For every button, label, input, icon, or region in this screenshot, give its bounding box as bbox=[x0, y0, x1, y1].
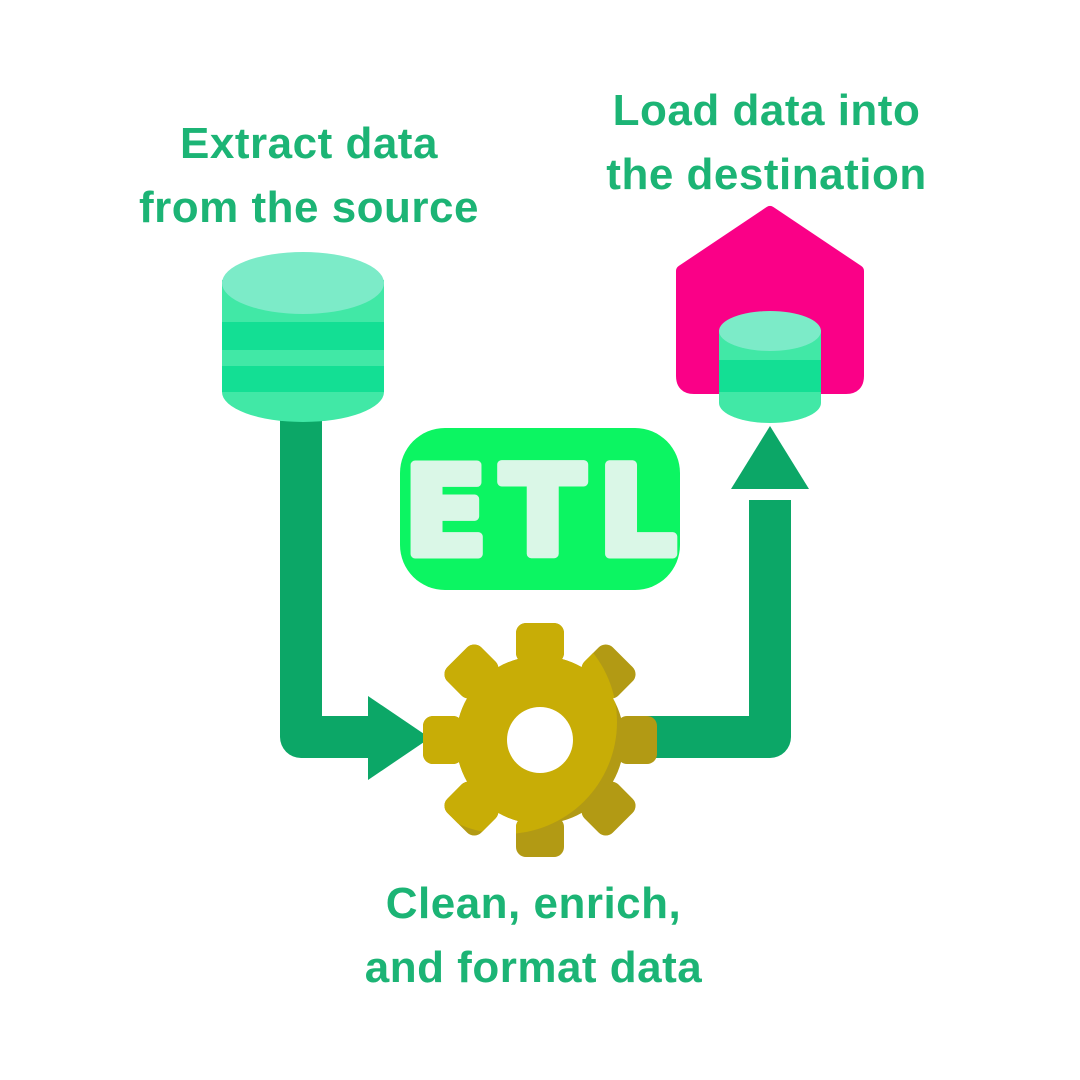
load-caption: Load data into the destination bbox=[574, 79, 959, 207]
extract-caption: Extract data from the source bbox=[124, 112, 494, 240]
load-arrow bbox=[642, 426, 809, 758]
extract-arrow bbox=[280, 412, 430, 780]
transform-caption-line1: Clean, enrich, bbox=[385, 879, 682, 928]
load-caption-line1: Load data into bbox=[612, 86, 921, 135]
destination-database-icon bbox=[719, 311, 821, 423]
transform-caption-line2: and format data bbox=[364, 943, 703, 992]
extract-caption-line1: Extract data bbox=[180, 119, 438, 168]
transform-caption: Clean, enrich, and format data bbox=[341, 872, 726, 1000]
extract-caption-line2: from the source bbox=[138, 183, 479, 232]
etl-badge-label: ETL bbox=[404, 441, 690, 583]
source-database-icon bbox=[222, 252, 384, 422]
gear-center-hole bbox=[507, 707, 573, 773]
load-caption-line2: the destination bbox=[606, 150, 927, 199]
etl-badge: ETL bbox=[399, 428, 690, 590]
gear-icon bbox=[423, 623, 657, 857]
